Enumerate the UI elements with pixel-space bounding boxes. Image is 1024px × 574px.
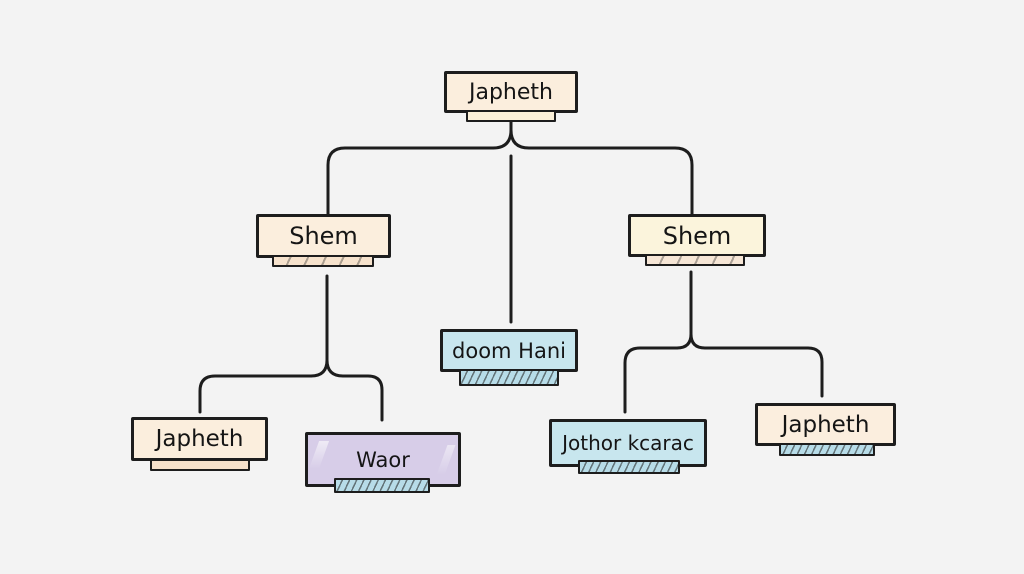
connector-shem1-to-waor <box>325 358 384 422</box>
node-shem-left[interactable]: Shem <box>256 214 391 258</box>
node-shem-left-tab <box>272 255 374 267</box>
connector-shem2-stem <box>675 270 693 350</box>
node-japheth-right-tab <box>779 443 875 456</box>
node-doom-hani[interactable]: doom Hani <box>440 329 578 372</box>
node-shem-right[interactable]: Shem <box>628 214 766 257</box>
node-root-label: Japheth <box>469 79 553 105</box>
node-shem-right-label: Shem <box>662 221 732 250</box>
node-doom-hani-tab <box>459 369 559 386</box>
node-japheth-left[interactable]: Japheth <box>131 417 268 461</box>
connector-root-to-shem1 <box>326 146 495 216</box>
node-japheth-left-label: Japheth <box>155 426 244 452</box>
node-waor-tab <box>334 478 430 493</box>
node-doom-hani-label: doom Hani <box>452 338 566 363</box>
node-jothor-kcarac-label: Jothor kcarac <box>562 431 694 455</box>
connector-shem1-to-japheth <box>198 374 313 414</box>
node-shem-left-label: Shem <box>289 222 358 250</box>
node-shem-right-tab <box>645 254 745 266</box>
node-jothor-kcarac-tab <box>578 460 680 474</box>
node-root-tab <box>466 110 556 122</box>
node-japheth-right[interactable]: Japheth <box>755 403 896 446</box>
connector-shem2-to-jothor <box>623 346 679 414</box>
connector-root-stem <box>491 120 513 150</box>
connector-shem1-stem <box>309 274 329 378</box>
node-japheth-left-tab <box>150 459 250 471</box>
connector-root-right <box>509 128 694 216</box>
node-waor-label: Waor <box>356 447 410 472</box>
node-root-japheth[interactable]: Japheth <box>444 71 578 113</box>
node-japheth-right-label: Japheth <box>781 411 870 438</box>
connector-shem2-to-japheth <box>689 332 824 398</box>
